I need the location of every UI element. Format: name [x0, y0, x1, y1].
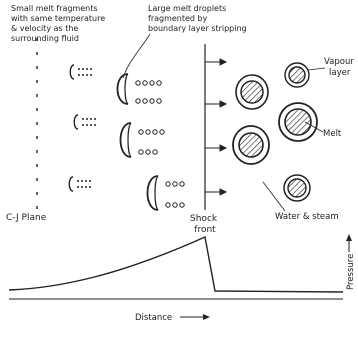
- x-axis-label: Distance: [135, 313, 172, 323]
- y-axis-label: Pressure: [346, 254, 356, 290]
- small-fragments-line-4: surrounding fluid: [11, 34, 79, 43]
- water-steam-label: Water & steam: [275, 212, 339, 222]
- large-droplet: [119, 122, 165, 158]
- small-fragments-line-3: & velocity as the: [11, 24, 78, 33]
- shock-front-line-2: front: [194, 225, 216, 235]
- large-droplets-group: [116, 73, 185, 211]
- cj-plane-label: C-J Plane: [6, 213, 47, 223]
- large-droplet: [116, 73, 162, 105]
- melt-droplets-group: [232, 62, 318, 202]
- shock-front-label: Shock front: [190, 214, 220, 235]
- pressure-curve: [8, 235, 344, 293]
- vapour-layer-pointer: [307, 67, 326, 71]
- y-axis-arrowhead: [346, 234, 352, 241]
- large-droplets-line-3: boundary layer stripping: [148, 24, 247, 33]
- shock-front-line-1: Shock: [190, 214, 218, 224]
- melt-label: Melt: [323, 129, 342, 139]
- large-droplets-label: Large melt droplets fragmented by bounda…: [148, 4, 247, 33]
- small-fragments-line-2: with same temperature: [11, 14, 105, 23]
- large-droplets-line-2: fragmented by: [148, 14, 208, 23]
- small-fragment: [68, 176, 91, 192]
- x-axis-arrowhead: [203, 314, 210, 320]
- small-fragments-line-1: Small melt fragments: [11, 4, 98, 13]
- melt-droplet: [235, 74, 269, 110]
- melt-droplet: [284, 62, 310, 88]
- large-droplets-pointer: [122, 33, 151, 79]
- small-fragment: [73, 114, 96, 130]
- melt-droplet: [283, 174, 311, 202]
- water-steam-pointer: [262, 181, 286, 212]
- melt-droplet: [232, 125, 270, 165]
- pressure-plot: [8, 235, 344, 300]
- melt-pointer: [304, 121, 324, 133]
- small-fragments-group: [68, 64, 96, 192]
- large-droplets-line-1: Large melt droplets: [148, 4, 226, 13]
- small-fragment: [69, 64, 92, 80]
- vapour-layer-line-1: Vapour: [324, 57, 354, 67]
- vapour-layer-line-2: layer: [329, 68, 351, 78]
- melt-droplet: [278, 102, 318, 142]
- vapour-layer-label: Vapour layer: [324, 57, 357, 78]
- large-droplet: [146, 175, 185, 211]
- shock-arrows: [205, 58, 228, 196]
- small-fragments-label: Small melt fragments with same temperatu…: [11, 4, 108, 43]
